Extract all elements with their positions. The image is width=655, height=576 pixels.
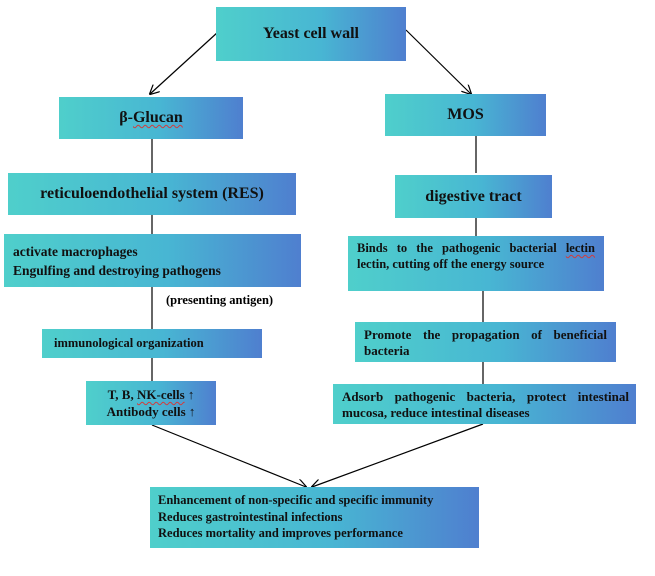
mos-box: MOS bbox=[385, 94, 546, 136]
outcome-line1: Enhancement of non-specific and specific… bbox=[158, 493, 434, 507]
yeast-cell-wall-box: Yeast cell wall bbox=[216, 7, 406, 61]
cells-box: T, B, NK-cells ↑ Antibody cells ↑ bbox=[86, 381, 216, 425]
digestive-tract-label: digestive tract bbox=[425, 187, 522, 205]
glucan-box: β-Glucan bbox=[59, 97, 243, 139]
glucan-word: Glucan bbox=[132, 109, 183, 126]
promote-text: Promote the propagation of beneficial ba… bbox=[364, 327, 607, 358]
adsorb-box: Adsorb pathogenic bacteria, protect inte… bbox=[333, 384, 636, 424]
promote-box: Promote the propagation of beneficial ba… bbox=[355, 322, 616, 362]
outcome-line3: Reduces mortality and improves performan… bbox=[158, 526, 403, 540]
mos-label: MOS bbox=[447, 106, 484, 123]
arrow-to-glucan bbox=[150, 31, 219, 94]
arrow-to-mos bbox=[405, 29, 471, 94]
cells-line2: Antibody cells ↑ bbox=[106, 404, 196, 419]
presenting-antigen-label: (presenting antigen) bbox=[166, 293, 274, 307]
outcome-box: Enhancement of non-specific and specific… bbox=[150, 487, 479, 548]
adsorb-text: Adsorb pathogenic bacteria, protect inte… bbox=[342, 389, 629, 420]
yeast-cell-wall-label: Yeast cell wall bbox=[263, 25, 359, 42]
nk-cells-word: NK-cells bbox=[136, 387, 185, 402]
res-box: reticuloendothelial system (RES) bbox=[8, 173, 296, 215]
macrophages-box: activate macrophages Engulfing and destr… bbox=[4, 234, 301, 287]
binds-box: Binds to the pathogenic bacterial lectin… bbox=[348, 236, 604, 291]
glucan-label: β-Glucan bbox=[119, 109, 183, 126]
digestive-tract-box: digestive tract bbox=[395, 175, 552, 218]
lectin-word: lectin bbox=[565, 241, 595, 255]
binds-text: Binds to the pathogenic bacterial lectin… bbox=[357, 241, 595, 271]
immunological-box: immunological organization bbox=[42, 329, 262, 358]
macrophages-line1: activate macrophages bbox=[13, 244, 138, 259]
arrow-left-to-bottom bbox=[151, 424, 306, 487]
arrow-right-to-bottom bbox=[312, 423, 484, 487]
immunological-label: immunological organization bbox=[54, 336, 204, 350]
macrophages-line2: Engulfing and destroying pathogens bbox=[13, 263, 221, 278]
outcome-line2: Reduces gastrointestinal infections bbox=[158, 509, 343, 524]
cells-line1: T, B, NK-cells ↑ bbox=[107, 387, 195, 402]
res-label: reticuloendothelial system (RES) bbox=[40, 185, 264, 202]
